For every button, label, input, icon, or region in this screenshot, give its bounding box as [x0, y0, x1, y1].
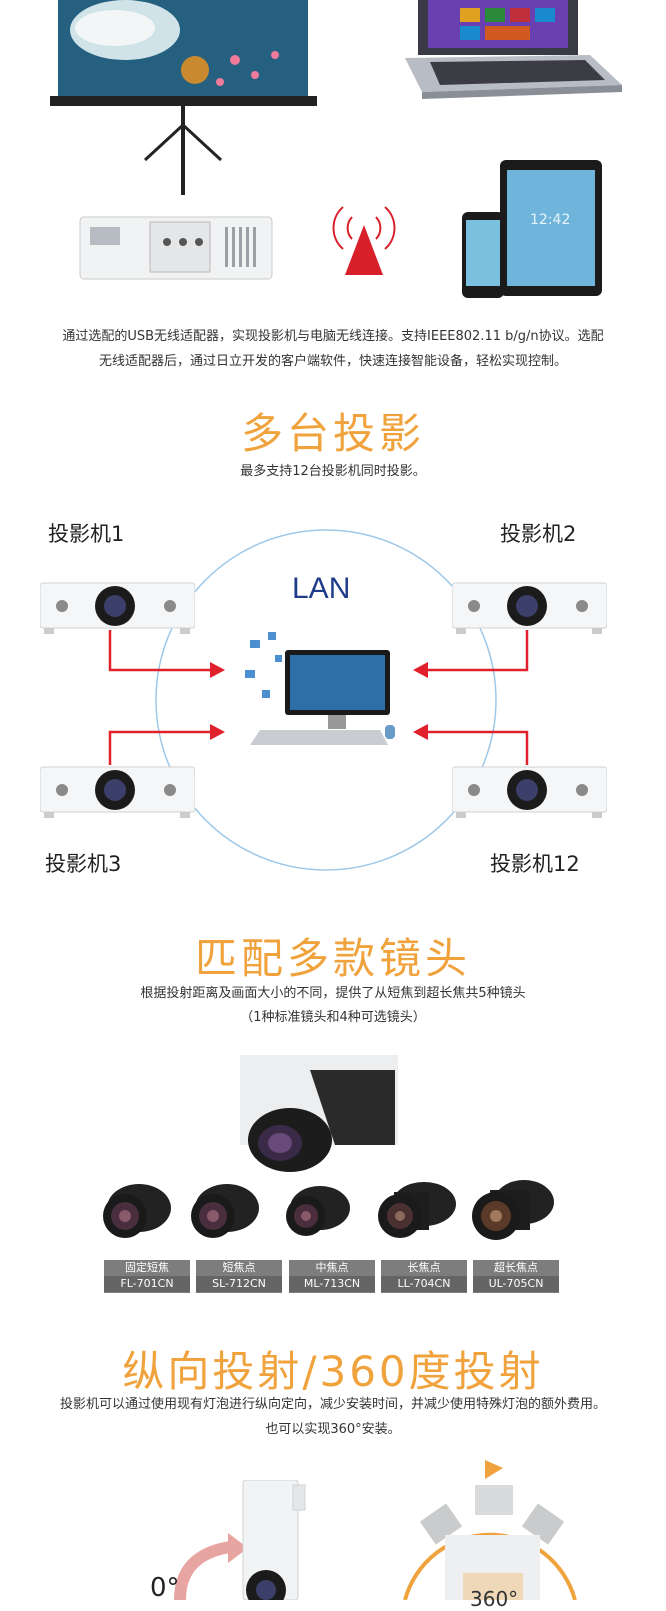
lens-ml-713-icon	[286, 1186, 350, 1236]
lens-fl-701-icon	[103, 1184, 171, 1238]
wireless-description: 通过选配的USB无线适配器，实现投影机与电脑无线连接。支持IEEE802.11 …	[0, 324, 666, 374]
lens-name: 长焦点	[407, 1261, 441, 1274]
lens-subtitle-line-1: 根据投射距离及画面大小的不同，提供了从短焦到超长焦共5种镜头	[140, 986, 526, 1001]
lens-subtitle: 根据投射距离及画面大小的不同，提供了从短焦到超长焦共5种镜头 （1种标准镜头和4…	[0, 982, 666, 1030]
lens-sl-712-icon	[191, 1184, 259, 1238]
lens-tag-ml-713cn: 中焦点 ML-713CN	[289, 1260, 375, 1293]
rotation-arrow-icon	[174, 1533, 248, 1600]
wireless-signal-icon	[332, 206, 396, 275]
lens-tag-sl-712cn: 短焦点 SL-712CN	[196, 1260, 282, 1293]
lens-code: SL-712CN	[196, 1276, 282, 1292]
top-illustration: 12:42	[0, 0, 666, 310]
projector-rear-image	[79, 216, 273, 280]
projector-label-12: 投影机12	[490, 852, 580, 876]
network-diagram	[108, 529, 529, 871]
projector-2-image	[452, 582, 607, 634]
lens-ll-704-icon	[378, 1182, 456, 1238]
lens-lineup	[0, 1175, 666, 1255]
lens-projector-image	[240, 1055, 398, 1172]
lens-code: UL-705CN	[473, 1276, 559, 1292]
lens-subtitle-line-2: （1种标准镜头和4种可选镜头）	[240, 1010, 426, 1025]
lens-tag-ul-705cn: 超长焦点 UL-705CN	[473, 1260, 559, 1293]
projector-label-3: 投影机3	[45, 852, 122, 876]
lens-name: 短焦点	[222, 1261, 256, 1274]
multi-projection-diagram: LAN 投影机1 投影机2 投影机3 投影机12	[0, 500, 666, 900]
projector-12-image	[452, 766, 607, 818]
screen-tripod-image	[50, 0, 317, 195]
lens-ul-705-icon	[472, 1180, 554, 1240]
lens-tag-fl-701cn: 固定短焦 FL-701CN	[104, 1260, 190, 1293]
laptop-image	[405, 0, 622, 99]
lens-name: 中焦点	[315, 1261, 349, 1274]
portrait-description: 投影机可以通过使用现有灯泡进行纵向定向，减少安装时间，并减少使用特殊灯泡的额外费…	[0, 1392, 666, 1442]
tablet-phone-image	[462, 160, 602, 298]
lan-label: LAN	[292, 572, 351, 605]
projector-label-1: 投影机1	[48, 522, 125, 546]
lens-code: LL-704CN	[381, 1276, 467, 1292]
lens-tag-ll-704cn: 长焦点 LL-704CN	[381, 1260, 467, 1293]
rotation-label: 360°	[470, 1587, 519, 1611]
tablet-time: 12:42	[530, 212, 571, 228]
multi-projection-subtitle: 最多支持12台投影机同时投影。	[240, 464, 426, 479]
lens-title: 匹配多款镜头	[194, 934, 471, 983]
lens-name: 超长焦点	[494, 1261, 538, 1274]
rotation-360-image	[403, 1460, 577, 1600]
vertical-projector-image	[242, 1480, 306, 1600]
wireless-line-2: 无线适配器后，通过日立开发的客户端软件，快速连接智能设备，轻松实现控制。	[98, 354, 567, 369]
angle-label: 0°	[150, 1573, 180, 1603]
lens-code: ML-713CN	[289, 1276, 375, 1292]
portrait-line-2: 也可以实现360°安装。	[265, 1422, 401, 1437]
projector-3-image	[40, 766, 195, 818]
wireless-line-1: 通过选配的USB无线适配器，实现投影机与电脑无线连接。支持IEEE802.11 …	[62, 329, 604, 344]
projector-label-2: 投影机2	[500, 522, 577, 546]
portrait-line-1: 投影机可以通过使用现有灯泡进行纵向定向，减少安装时间，并减少使用特殊灯泡的额外费…	[59, 1397, 606, 1412]
portrait-title: 纵向投射/360度投射	[122, 1347, 544, 1396]
multi-projection-title: 多台投影	[240, 409, 425, 458]
lens-name: 固定短焦	[125, 1261, 169, 1274]
computer-image	[245, 632, 395, 745]
lens-code: FL-701CN	[104, 1276, 190, 1292]
portrait-illustration: 0° 360°	[0, 1455, 666, 1611]
projector-1-image	[40, 582, 195, 634]
